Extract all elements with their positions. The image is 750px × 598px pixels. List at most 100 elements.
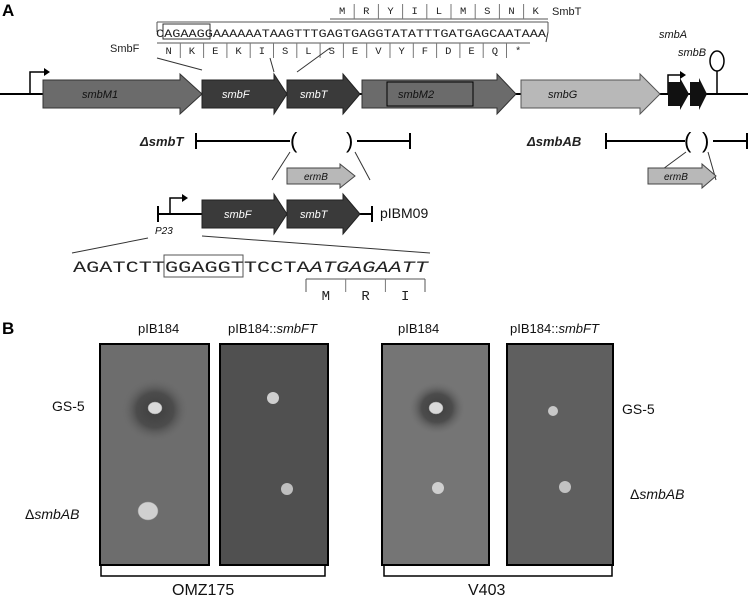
svg-text:(: ( xyxy=(684,128,692,153)
smbt-protein-label: SmbT xyxy=(552,6,582,18)
amino-acid: Y xyxy=(387,6,394,18)
amino-acid: Q xyxy=(492,46,498,58)
amino-acid: R xyxy=(361,289,370,305)
colony xyxy=(559,481,571,493)
ermB-label-2: ermB xyxy=(664,172,688,183)
plasmid-gene-smbT xyxy=(286,192,361,236)
colony xyxy=(147,401,163,415)
amino-acid: D xyxy=(445,46,451,58)
plasmid-smbF-label: smbF xyxy=(224,209,253,221)
group-v403: V403 xyxy=(383,566,613,598)
svg-text:): ) xyxy=(346,128,353,153)
colony xyxy=(281,483,293,495)
gene-smbA-label: smbA xyxy=(659,29,687,41)
promoter-arrow-1 xyxy=(29,71,46,94)
smbf-protein-label: SmbF xyxy=(110,43,140,55)
colony xyxy=(267,392,279,404)
amino-acid: * xyxy=(515,46,521,58)
plasmid-smbT-label: smbT xyxy=(300,209,329,221)
gene-smbM1-label: smbM1 xyxy=(82,89,118,101)
amino-acid: K xyxy=(189,46,196,58)
deletion-smbT: ΔsmbT ( ) ermB xyxy=(139,128,411,190)
plate-2 xyxy=(219,343,329,566)
amino-acid: M xyxy=(322,289,330,305)
amino-acid: N xyxy=(165,46,171,58)
row-label-smbAB-left: ΔsmbAB xyxy=(25,506,79,522)
plate-header-3: pIB184 xyxy=(398,321,439,336)
ermB-cassette-1 xyxy=(286,162,356,190)
amino-acid: L xyxy=(305,46,311,58)
gene-cluster: smbM1 smbF smbT smbM2 smbG smbA smbB xyxy=(0,29,748,116)
deletion-smbAB-label: ΔsmbAB xyxy=(526,134,581,149)
amino-acid: Y xyxy=(398,46,405,58)
amino-acid: R xyxy=(363,6,370,18)
terminator-icon xyxy=(709,50,725,72)
svg-text:): ) xyxy=(702,128,709,153)
promoter-arrow-p23 xyxy=(169,197,184,214)
plasmid-rbs-box xyxy=(163,254,244,278)
group-omz175: OMZ175 xyxy=(100,566,326,598)
gene-smbF-label: smbF xyxy=(222,89,251,101)
gene-smbA xyxy=(668,78,689,110)
ermB-cassette-2 xyxy=(647,162,717,190)
svg-text:(: ( xyxy=(290,128,298,153)
amino-acid: E xyxy=(468,46,474,58)
gene-smbG-label: smbG xyxy=(548,89,578,101)
colony xyxy=(428,401,444,415)
colony xyxy=(548,406,558,416)
plate-4 xyxy=(506,343,614,566)
amino-acid: M xyxy=(460,6,466,18)
amino-acid: F xyxy=(422,46,428,58)
gene-smbT xyxy=(286,72,361,116)
amino-acid: I xyxy=(259,46,265,58)
colony xyxy=(137,501,159,521)
gene-smbM2-label: smbM2 xyxy=(398,89,434,101)
gene-smbM1 xyxy=(42,72,203,116)
group-label-v403: V403 xyxy=(468,582,505,598)
amino-acid: M xyxy=(339,6,345,18)
row-label-gs5-left: GS-5 xyxy=(52,398,85,414)
amino-acid: L xyxy=(436,6,442,18)
amino-acid: K xyxy=(533,6,540,18)
deletion-smbT-label: ΔsmbT xyxy=(139,134,184,149)
amino-acid: N xyxy=(508,6,514,18)
gene-smbG xyxy=(520,72,661,116)
plate-header-1: pIB184 xyxy=(138,321,179,336)
gene-smbF xyxy=(201,72,288,116)
amino-acid: E xyxy=(352,46,358,58)
plasmid-construct: smbF smbT pIBM09 P23 xyxy=(71,192,431,254)
plate-3 xyxy=(381,343,490,566)
amino-acid: E xyxy=(212,46,218,58)
amino-acid: K xyxy=(235,46,242,58)
row-label-gs5-right: GS-5 xyxy=(622,401,655,417)
amino-acid: I xyxy=(412,6,418,18)
gene-smbB-label: smbB xyxy=(678,47,706,59)
ermB-label-1: ermB xyxy=(304,172,328,183)
gene-smbT-label: smbT xyxy=(300,89,329,101)
panel-a-label: A xyxy=(2,1,14,20)
rbs-box xyxy=(162,23,211,40)
group-label-omz175: OMZ175 xyxy=(172,582,234,598)
smbM2-box xyxy=(386,81,474,107)
amino-acid: I xyxy=(401,289,409,305)
plasmid-name: pIBM09 xyxy=(380,205,428,221)
amino-acid: S xyxy=(282,46,288,58)
amino-acid: S xyxy=(329,46,335,58)
sequence-block: CAGAAGGAAAAAATAAGTTTGAGTGAGGTATATTTGATGA… xyxy=(110,4,582,73)
promoter-p23-label: P23 xyxy=(155,226,173,237)
plate-1 xyxy=(99,343,210,566)
panel-b-label: B xyxy=(2,319,14,338)
plate-headers: pIB184 pIB184::smbFT pIB184 pIB184::smbF… xyxy=(138,321,600,336)
amino-acid: S xyxy=(484,6,490,18)
deletion-smbAB: ΔsmbAB ( ) ermB xyxy=(526,128,748,190)
colony xyxy=(432,482,444,494)
dna-sequence: CAGAAGGAAAAAATAAGTTTGAGTGAGGTATATTTGATGA… xyxy=(156,29,546,41)
gene-smbM2 xyxy=(361,72,517,116)
plate-header-2: pIB184::smbFT xyxy=(228,321,318,336)
